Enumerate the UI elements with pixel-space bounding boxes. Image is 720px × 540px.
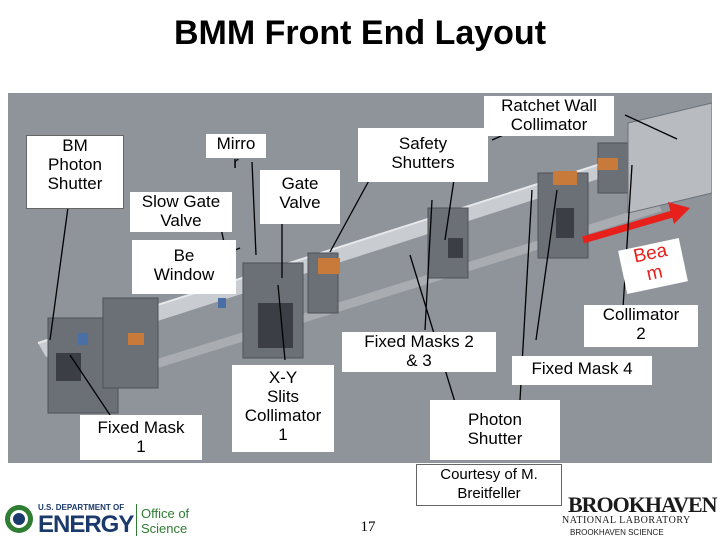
label-mirror: Mirro r — [206, 134, 266, 172]
bnl-sub: NATIONAL LABORATORY — [562, 515, 691, 526]
page-number: 17 — [360, 519, 376, 535]
label-ratchet-wall-collimator: Ratchet Wall Collimator — [484, 96, 614, 136]
page-title: BMM Front End Layout — [173, 14, 547, 52]
doe-logo: U.S. DEPARTMENT OF ENERGY Office of Scie… — [4, 500, 204, 540]
bnl-name: BROOKHAVEN — [568, 492, 718, 517]
label-slow-gate-valve: Slow Gate Valve — [130, 192, 232, 232]
label-fixed-mask-1: Fixed Mask 1 — [80, 415, 202, 460]
bnl-logo: BROOKHAVEN NATIONAL LABORATORY BROOKHAVE… — [560, 492, 718, 540]
label-courtesy: Courtesy of M. Breitfeller — [416, 464, 562, 506]
label-be-window: Be Window — [132, 240, 236, 294]
label-fixed-masks-2-3: Fixed Masks 2 & 3 — [342, 332, 496, 372]
office-line2: Science — [141, 521, 188, 536]
label-xy-slits-collimator-1: X-Y Slits Collimator 1 — [232, 365, 334, 452]
label-bm-photon-shutter: BM Photon Shutter — [26, 135, 124, 209]
doe-line2: ENERGY — [38, 511, 134, 538]
label-photon-shutter: Photon Shutter — [430, 400, 560, 460]
office-line1: Office of — [141, 506, 190, 521]
label-gate-valve: Gate Valve — [260, 170, 340, 224]
label-safety-shutters: Safety Shutters — [358, 128, 488, 182]
doe-line1: U.S. DEPARTMENT OF — [38, 503, 125, 512]
label-collimator-2: Collimator 2 — [584, 305, 698, 347]
bnl-tag: BROOKHAVEN SCIENCE — [570, 528, 664, 537]
label-fixed-mask-4: Fixed Mask 4 — [512, 356, 652, 385]
doe-seal-icon — [5, 505, 33, 533]
